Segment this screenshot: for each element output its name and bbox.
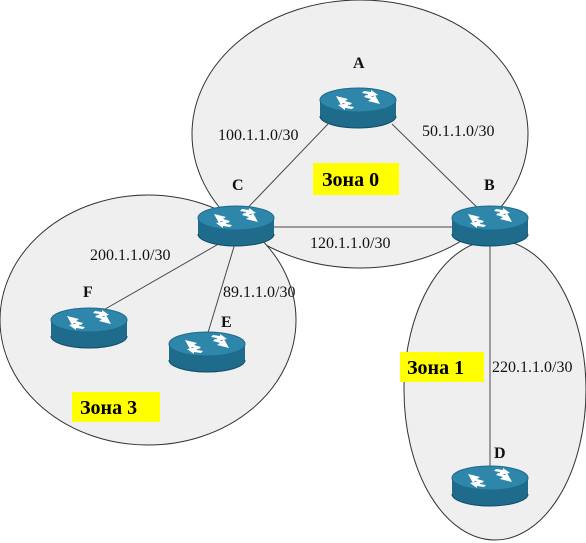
link-c-a — [235, 123, 329, 221]
zone-3-label: Зона 3 — [80, 397, 137, 419]
zone-0-label-box — [313, 163, 399, 195]
network-c-f-label: 200.1.1.0/30 — [90, 247, 170, 264]
router-d-label: D — [494, 445, 506, 462]
zone-3-label-box — [72, 392, 160, 422]
zone-3-area — [0, 194, 297, 446]
network-a-b-label: 50.1.1.0/30 — [422, 123, 494, 140]
network-b-d-label: 220.1.1.0/30 — [492, 359, 572, 376]
zone-0-label: Зона 0 — [322, 169, 379, 191]
router-e-label: E — [221, 314, 232, 331]
network-c-e-label: 89.1.1.0/30 — [223, 284, 295, 301]
router-c — [197, 205, 275, 247]
router-d — [451, 465, 529, 507]
network-c-b-label: 120.1.1.0/30 — [310, 235, 390, 252]
router-f-label: F — [83, 284, 93, 301]
link-a-b — [391, 123, 491, 221]
zone-1-label: Зона 1 — [407, 357, 464, 379]
router-a-label: A — [353, 55, 365, 72]
link-c-e — [206, 239, 237, 337]
router-c-label: C — [232, 177, 244, 194]
router-f — [50, 307, 128, 349]
zone-1-label-box — [400, 352, 484, 382]
zone-0-area — [191, 0, 529, 269]
network-c-a-label: 100.1.1.0/30 — [218, 127, 298, 144]
link-c-f — [99, 233, 237, 313]
router-e — [168, 331, 246, 373]
router-b — [451, 205, 529, 247]
router-b-label: B — [484, 177, 495, 194]
router-a — [319, 87, 397, 129]
